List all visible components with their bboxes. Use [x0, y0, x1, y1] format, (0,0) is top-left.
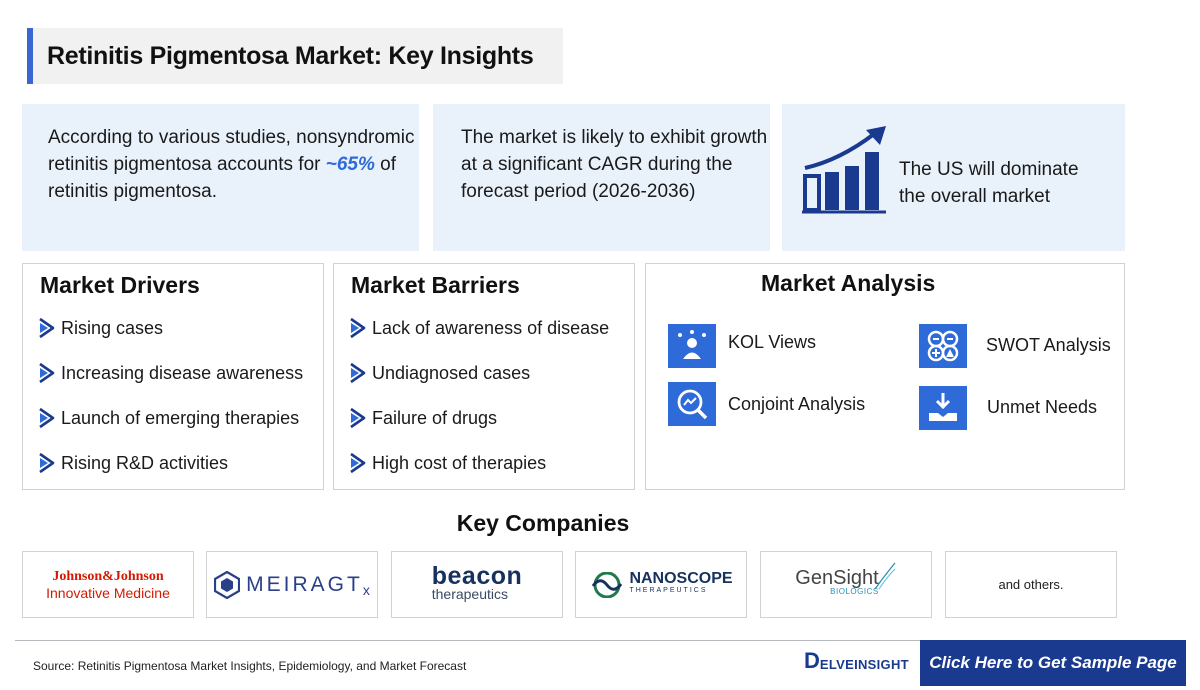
analysis-label-conjoint: Conjoint Analysis	[728, 394, 866, 414]
market-drivers-box: Market Drivers Rising cases Increasing d…	[22, 263, 324, 490]
analysis-label-unmet: Unmet Needs	[987, 397, 1098, 417]
source-note: Source: Retinitis Pigmentosa Market Insi…	[33, 659, 467, 673]
analysis-label-swot: SWOT Analysis	[986, 335, 1111, 355]
logo-nanoscope: NANOSCOPE THERAPEUTICS	[575, 551, 747, 618]
market-analysis-box: Market Analysis KOL Views SWOT Analysis …	[645, 263, 1125, 490]
barriers-title: Market Barriers	[351, 272, 520, 298]
chevron-right-icon	[39, 407, 55, 429]
market-barriers-box: Market Barriers Lack of awareness of dis…	[333, 263, 635, 490]
chevron-right-icon	[350, 407, 366, 429]
logo-beacon: beacon therapeutics	[391, 551, 563, 618]
list-item: Undiagnosed cases	[348, 362, 530, 384]
swot-icon	[919, 324, 967, 368]
drivers-title: Market Drivers	[40, 272, 200, 298]
insight-card-nonsyndromic: According to various studies, nonsyndrom…	[22, 104, 419, 251]
list-item: Rising R&D activities	[37, 452, 228, 474]
list-item: Rising cases	[37, 317, 163, 339]
key-companies-title: Key Companies	[456, 510, 630, 536]
list-item: Failure of drugs	[348, 407, 497, 429]
footer-divider	[15, 640, 1186, 641]
list-item: Increasing disease awareness	[37, 362, 303, 384]
chevron-right-icon	[350, 452, 366, 474]
chevron-right-icon	[39, 362, 55, 384]
conjoint-icon	[668, 382, 716, 426]
title-bar: Retinitis Pigmentosa Market: Key Insight…	[27, 28, 563, 84]
sample-page-button[interactable]: Click Here to Get Sample Page	[920, 640, 1186, 686]
unmet-needs-icon	[919, 386, 967, 430]
analysis-label-kol: KOL Views	[728, 332, 817, 352]
insight-text-3: The US will dominate the overall market	[899, 159, 1079, 207]
insight-card-us: The US will dominate the overall market	[782, 104, 1125, 251]
wave-logo-icon	[592, 571, 623, 598]
delveinsight-logo: D ELVEINSIGHT	[804, 648, 909, 673]
analysis-title: Market Analysis	[761, 270, 936, 296]
chevron-right-icon	[350, 317, 366, 339]
list-item: Launch of emerging therapies	[37, 407, 299, 429]
chevron-right-icon	[39, 317, 55, 339]
hexagon-logo-icon	[214, 570, 241, 599]
chevron-right-icon	[350, 362, 366, 384]
insight-card-cagr: The market is likely to exhibit growth a…	[433, 104, 770, 251]
kol-icon	[668, 324, 716, 368]
insight-text-1: According to various studies, nonsyndrom…	[48, 127, 415, 202]
growth-chart-icon	[802, 126, 886, 214]
dna-strand-icon	[874, 562, 896, 589]
logo-gensight: GenSight BIOLOGICS	[760, 551, 932, 618]
list-item: Lack of awareness of disease	[348, 317, 609, 339]
and-others-box: and others.	[945, 551, 1117, 618]
percent-highlight: ~65%	[325, 154, 375, 175]
list-item: High cost of therapies	[348, 452, 546, 474]
page-title: Retinitis Pigmentosa Market: Key Insight…	[47, 41, 534, 70]
logo-johnson-johnson: Johnson&Johnson Innovative Medicine	[22, 551, 194, 618]
insight-text-2: The market is likely to exhibit growth a…	[461, 127, 768, 202]
chevron-right-icon	[39, 452, 55, 474]
